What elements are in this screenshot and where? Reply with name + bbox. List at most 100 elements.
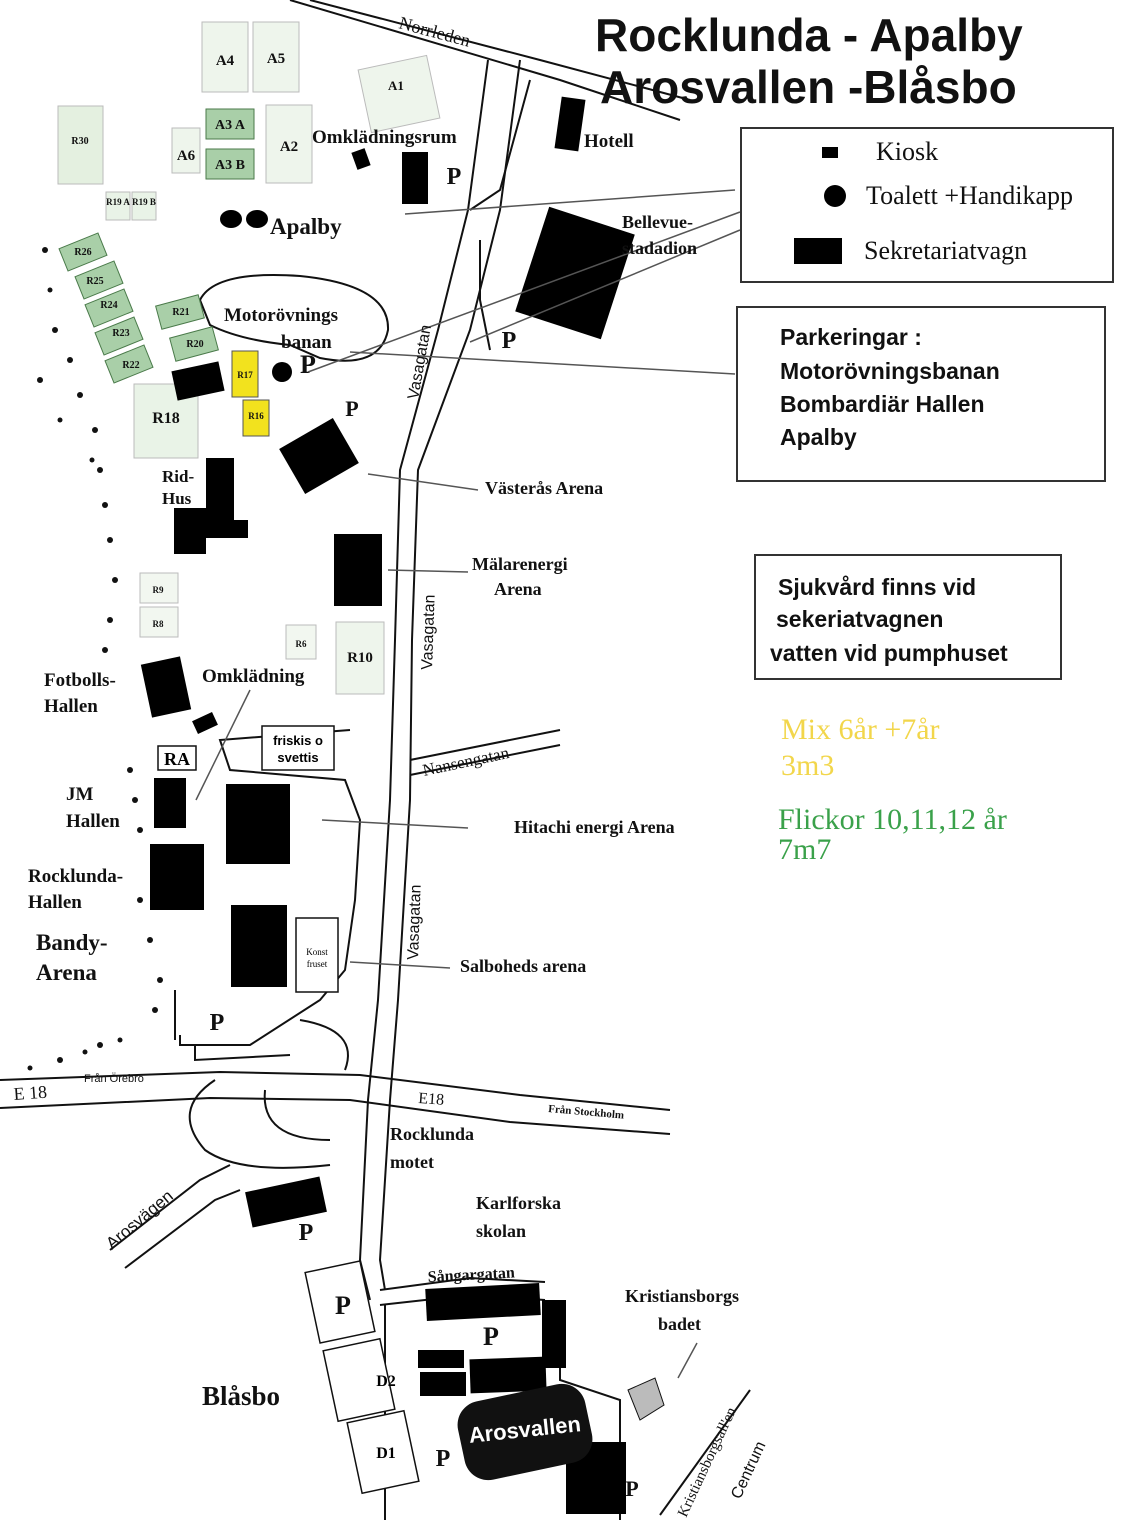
parking-symbols: P P P P P P P P P P [210,164,639,1501]
field-a1 [357,54,441,134]
svg-text:D2: D2 [376,1373,396,1390]
parking-arosvallen: P [436,1446,451,1472]
field-r19a [105,191,131,221]
label-kristiansborg-2: badet [658,1314,701,1334]
field-a5 [252,21,300,93]
field-r10 [335,621,385,695]
label-a6: A6 [177,148,196,164]
fields-green [58,108,255,384]
category-mix-line-1: Mix 6år +7år [781,713,940,746]
label-r17: R17 [237,370,253,380]
label-jm-2: Hallen [66,811,120,832]
label-r26: R26 [74,247,91,258]
label-r25: R25 [86,276,103,287]
label-r23: R23 [112,328,129,339]
field-r22 [104,344,154,384]
label-r9: R9 [153,585,164,595]
legend-sekretariat: Sekretariatvagn [794,236,1027,266]
field-r23 [94,316,144,356]
parking-blasbo-field: P [335,1291,351,1320]
label-r20: R20 [186,339,203,350]
parking-apalby: P [447,164,462,190]
label-malarenergi-1: Mälarenergi [472,554,568,574]
svg-text:fruset: fruset [307,959,328,969]
medical-line-2: sekeriatvagnen [776,606,944,632]
svg-text:D1: D1 [376,1445,396,1462]
pitch-d1 [346,1409,420,1495]
blasbo-building-2 [542,1300,566,1368]
fields-yellow [231,350,270,437]
blasbo-building-1 [425,1283,541,1321]
ridhus-b [174,508,206,554]
label-karlforska-1: Karlforska [476,1193,561,1213]
label-rocklundamotet-1: Rocklunda [390,1124,474,1144]
svg-text:RA: RA [164,749,190,769]
label-a4: A4 [216,53,235,69]
bandy-building [231,905,287,987]
svg-text:friskis o: friskis o [273,733,323,748]
field-labels: A4 A5 A1 A3 A A3 B A6 A2 R30 R19 A R19 B… [71,51,404,666]
label-r8: R8 [153,619,164,629]
label-a3a: A3 A [215,118,246,133]
field-r17 [231,350,259,398]
road-kristiansborgsallen: Kristiansborgsall'en [675,1405,740,1520]
pitch-d2 [322,1337,396,1423]
label-hotell: Hotell [584,131,634,152]
field-r26 [58,232,108,272]
label-r19b: R19 B [132,197,156,207]
fotbollshallen [140,656,192,718]
medical-line-3: vatten vid pumphuset [770,640,1008,666]
parking-item-motor: Motorövningsbanan [780,358,1000,384]
konstfruset: Konst fruset [295,917,339,993]
label-ridhus-2: Hus [162,489,192,508]
label-a5: A5 [267,51,285,67]
hotell-building [554,96,586,152]
field-a3a [205,108,255,140]
road-e18-east: E18 [418,1090,445,1109]
label-salboheds: Salboheds arena [460,956,586,976]
field-r25 [74,260,124,300]
category-girls-line-2: 7m7 [778,833,832,866]
toilet-motor [272,362,292,382]
parking-item-apalby: Apalby [780,424,857,450]
label-blasbo: Blåsbo [202,1381,280,1411]
label-rocklundamotet-2: motet [390,1152,434,1172]
label-omkladningsrum: Omklädningsrum [312,127,457,148]
label-r6: R6 [296,639,307,649]
label-motor-1: Motorövnings [224,305,338,326]
parking-heading: Parkeringar : [780,324,922,350]
label-rocklundahallen-2: Hallen [28,892,82,913]
field-r6 [285,624,317,660]
toilet-icon [824,185,846,207]
medical-line-1: Sjukvård finns vid [778,574,977,600]
toilet-apalby-2 [246,210,268,228]
parking-bellevue: P [502,328,517,354]
road-from-stockholm: Från Stockholm [548,1103,625,1122]
arena-labels: Västerås Arena Mälarenergi Arena [472,478,603,599]
blasbo-building-5 [469,1356,547,1394]
label-r21: R21 [172,307,189,318]
kristiansborg-pool [627,1377,665,1421]
vasteras-arena [279,417,359,495]
label-omkladning: Omklädning [202,666,305,687]
blasbo-building-4 [420,1372,466,1396]
parking-box: Parkeringar : Motorövningsbanan Bombardi… [736,306,1106,482]
label-a3b: A3 B [215,158,245,173]
road-vasagatan-2: Vasagatan [419,594,439,670]
label-bellevue-1: Bellevue- [622,212,693,232]
kiosk-omkladning [192,712,218,734]
field-a3b [205,148,255,180]
arosvallen-stadium: Arosvallen [457,1383,593,1481]
road-centrum: Centrum [728,1439,769,1502]
rocklundahallen [150,844,204,910]
map-title-line-1: Rocklunda - Apalby [595,9,1023,61]
svg-text:Konst: Konst [306,947,328,957]
blasbo-pitches [304,1260,420,1495]
place-labels: Omklädningsrum Hotell Apalby Bellevue- s… [28,127,739,1411]
legend-box: Kiosk Toalett +Handikapp Sekretariatvagn [740,127,1114,283]
label-r19a: R19 A [106,197,130,207]
label-a2: A2 [280,139,298,155]
label-malarenergi-2: Arena [494,579,542,599]
label-vasteras-arena: Västerås Arena [485,478,603,498]
